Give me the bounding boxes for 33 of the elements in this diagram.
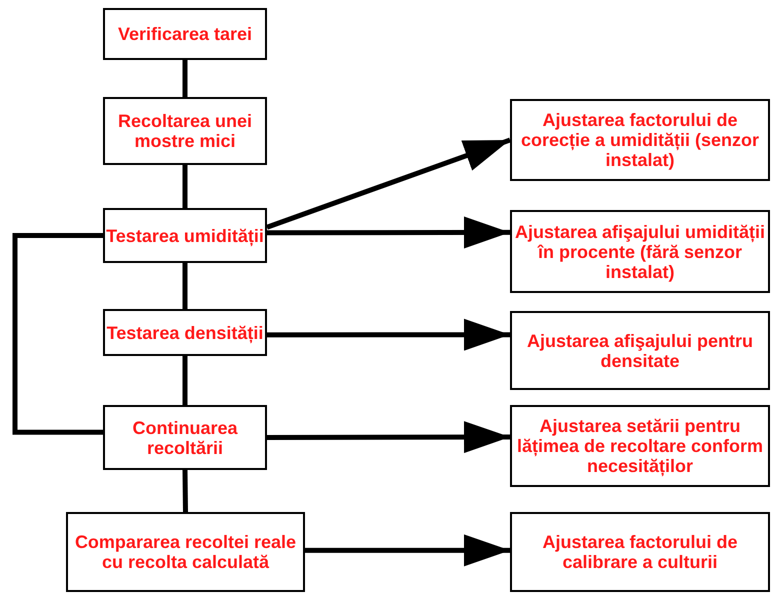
node-label: Ajustarea factorului de corecție a umidității (senzor instalat): [520, 110, 760, 170]
process-box: [103, 97, 267, 165]
arrow: [267, 318, 510, 351]
process-box: [66, 512, 305, 592]
node-label: Ajustarea afişajului pentru densitate: [526, 330, 754, 370]
arrow: [266, 138, 511, 230]
process-box: [103, 405, 267, 470]
connector-line: [182, 60, 188, 97]
node-label: Continuarea recoltării: [131, 418, 239, 458]
process-box: [510, 405, 770, 487]
arrow: [267, 421, 510, 454]
arrow: [305, 534, 510, 566]
process-box: [510, 311, 770, 390]
node-label: Ajustarea afişajului umidității în procente (fără senzor instalat): [514, 222, 766, 282]
process-box: [103, 8, 267, 60]
node-label: Testarea densității: [106, 322, 264, 342]
arrow: [267, 216, 510, 248]
node-label: Compararea recoltei reale cu recolta calculată: [74, 532, 298, 572]
connector-line: [182, 263, 188, 309]
connector-line: [182, 356, 188, 405]
connector-line: [182, 165, 188, 208]
node-label: Verificarea tarei: [118, 24, 252, 44]
process-box: [510, 512, 770, 592]
node-label: Ajustarea setării pentru lățimea de recoltare conform necesităților: [516, 416, 764, 476]
process-box: [103, 309, 267, 356]
connector-line: [12, 233, 103, 435]
node-label: Testarea umidității: [106, 226, 264, 246]
node-label: Recoltarea unei mostre mici: [116, 111, 254, 151]
process-box: [103, 208, 267, 263]
process-box: [510, 99, 770, 181]
connector-line: [182, 470, 188, 512]
node-label: Ajustarea factorului de calibrare a culturii: [541, 532, 739, 572]
process-box: [510, 210, 770, 293]
